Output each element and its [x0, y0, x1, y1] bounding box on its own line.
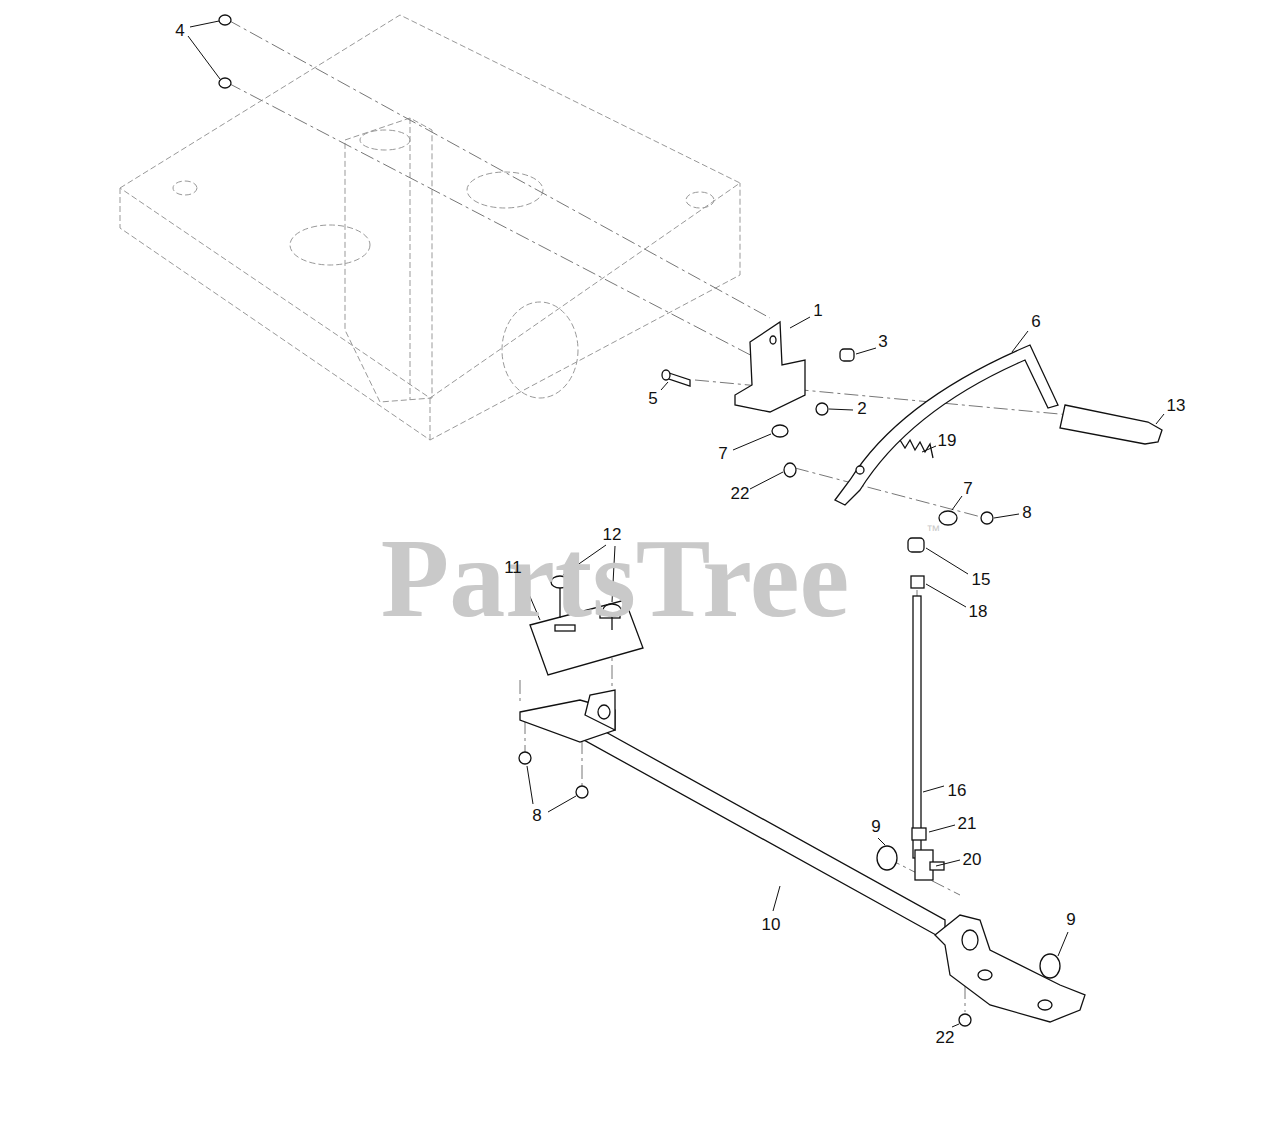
center-lines	[228, 20, 1070, 1012]
trademark-mark: ™	[926, 523, 940, 537]
callout-number: 20	[963, 851, 982, 868]
callout-number: 15	[972, 571, 991, 588]
callout-number: 9	[871, 818, 880, 835]
leader-lines	[188, 21, 1164, 1027]
callout-number: 7	[718, 445, 727, 462]
callout-number: 16	[948, 782, 967, 799]
callout-number: 19	[938, 432, 957, 449]
callout-number: 12	[603, 526, 622, 543]
callout-number: 22	[936, 1029, 955, 1046]
parts	[219, 15, 1162, 1026]
callout-number: 6	[1031, 313, 1040, 330]
callout-number: 3	[878, 333, 887, 350]
callout-number: 13	[1167, 397, 1186, 414]
frame-phantom	[120, 15, 740, 440]
callout-number: 4	[175, 22, 184, 39]
callout-number: 21	[958, 815, 977, 832]
callout-number: 10	[762, 916, 781, 933]
callout-number: 22	[731, 485, 750, 502]
callout-number: 2	[857, 400, 866, 417]
callout-number: 5	[648, 390, 657, 407]
callout-number: 1	[813, 302, 822, 319]
callout-number: 8	[532, 807, 541, 824]
callout-number: 8	[1022, 504, 1031, 521]
callout-number: 11	[504, 559, 522, 576]
callout-number: 7	[963, 480, 972, 497]
callout-number: 18	[969, 603, 988, 620]
callout-number: 9	[1066, 911, 1075, 928]
